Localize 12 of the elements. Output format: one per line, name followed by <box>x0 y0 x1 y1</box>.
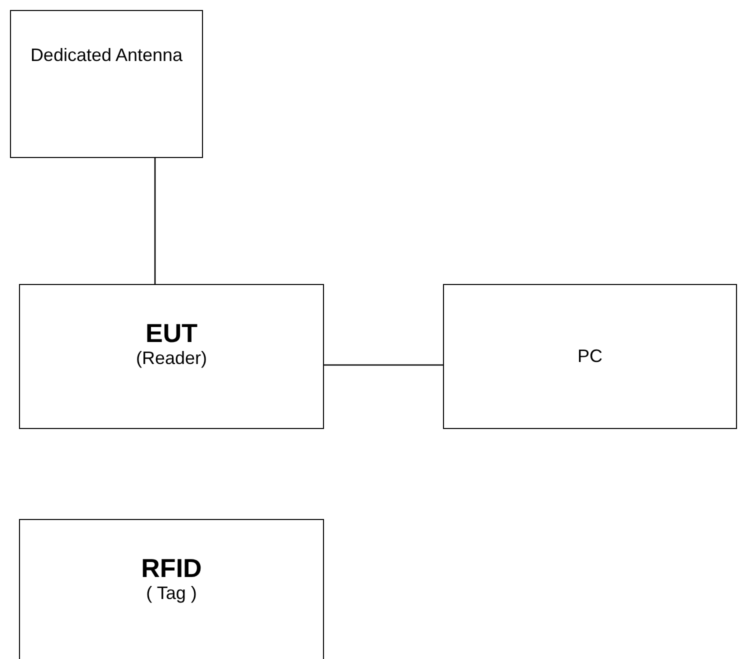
block-label: Dedicated Antenna <box>30 45 183 67</box>
block-box <box>19 284 324 429</box>
connector-line <box>154 158 156 284</box>
block-box <box>10 10 203 158</box>
block-title: RFID <box>141 554 202 583</box>
block-label: PC <box>577 346 602 368</box>
block-box <box>19 519 324 659</box>
connector-line <box>324 364 443 366</box>
block-label: (Reader) <box>136 348 208 370</box>
block-label: ( Tag ) <box>146 582 197 604</box>
block-title: EUT <box>146 319 198 348</box>
block-box <box>443 284 737 429</box>
